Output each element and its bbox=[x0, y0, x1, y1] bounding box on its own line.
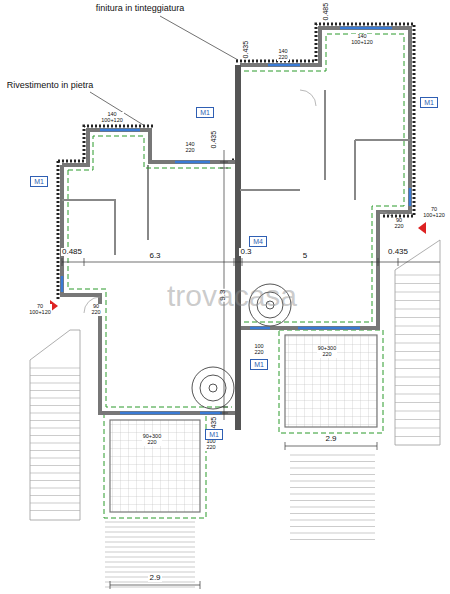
dimension-label: 5 bbox=[302, 252, 308, 260]
material-tag: M1 bbox=[196, 107, 214, 118]
stone-cladding bbox=[57, 161, 60, 299]
dimension-label: 100 220 bbox=[253, 344, 264, 356]
dimension-label: 70 100+120 bbox=[422, 207, 446, 219]
material-tag: M1 bbox=[30, 176, 48, 187]
tag-text: M1 bbox=[198, 108, 212, 117]
dimension-label: 0.435 bbox=[387, 248, 409, 256]
note-label: Rivestimento in pietra bbox=[7, 81, 94, 90]
tag-text: M1 bbox=[32, 177, 46, 186]
windows bbox=[62, 28, 410, 413]
dimension-label: 2.9 bbox=[148, 574, 161, 582]
insulation-line bbox=[104, 414, 206, 518]
tag-text: M1 bbox=[252, 360, 266, 369]
material-tag: M4 bbox=[249, 236, 267, 247]
entry-marker bbox=[418, 222, 426, 234]
dimension-label: 100 220 bbox=[205, 439, 216, 451]
tag-text: M1 bbox=[422, 98, 436, 107]
dimension-label: 70 100+120 bbox=[28, 304, 52, 316]
interior-walls bbox=[62, 90, 410, 255]
dimension-label: 0.435 bbox=[210, 130, 217, 150]
leader-line bbox=[160, 16, 238, 60]
note-label: finitura in tinteggiatura bbox=[96, 4, 185, 13]
insulation-line bbox=[279, 330, 383, 433]
tag-text: M1 bbox=[207, 430, 221, 439]
dimension-label: 90+300 220 bbox=[317, 346, 338, 358]
dimension-label: 140 220 bbox=[184, 142, 195, 154]
dimension-label: 2.9 bbox=[324, 435, 337, 443]
material-tag: M1 bbox=[420, 97, 438, 108]
leader-line bbox=[90, 92, 145, 126]
tag-text: M4 bbox=[251, 237, 265, 246]
dimension-label: 90 220 bbox=[90, 304, 101, 316]
dimension-label: 0.485 bbox=[61, 248, 83, 256]
dimension-label: 90 220 bbox=[393, 218, 404, 230]
dimension-label: 0.3 bbox=[239, 248, 252, 256]
walls bbox=[62, 28, 410, 430]
dimension-label: 0.485 bbox=[322, 2, 329, 22]
dimension-label: 140 100+120 bbox=[100, 112, 124, 124]
dimension-label: 90+300 220 bbox=[142, 434, 163, 446]
porch bbox=[285, 335, 377, 427]
material-tag: M1 bbox=[250, 359, 268, 370]
dimension-label: 140 100+120 bbox=[350, 34, 374, 46]
dimension-label: 0.435 bbox=[242, 40, 249, 60]
insulation-line bbox=[68, 136, 232, 407]
dimension-label: 6.3 bbox=[148, 252, 161, 260]
insulation-line bbox=[244, 34, 404, 322]
dimension-label: 140 220 bbox=[277, 49, 288, 61]
door-swings bbox=[84, 90, 398, 313]
material-tag: M1 bbox=[205, 429, 223, 440]
dimension-lines bbox=[62, 150, 440, 589]
porch bbox=[110, 420, 200, 512]
watermark: trovacasa bbox=[167, 280, 297, 312]
